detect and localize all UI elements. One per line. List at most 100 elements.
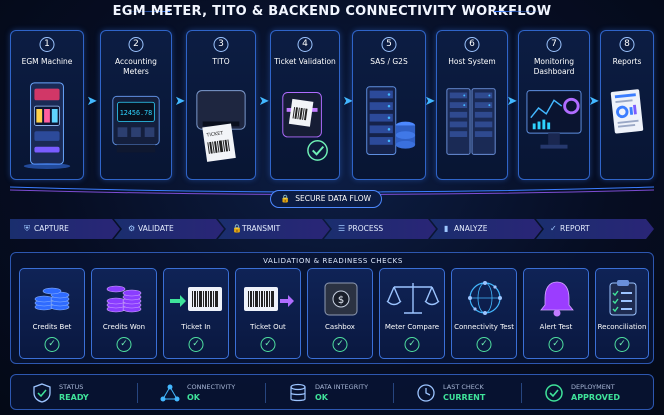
step-label: EGM Machine (21, 57, 73, 66)
bell-icon (540, 281, 574, 317)
ticket-in-icon (170, 287, 222, 311)
check-label: Ticket Out (250, 323, 286, 331)
check-label: Alert Test (539, 323, 573, 331)
ticket-validator-icon (282, 92, 328, 161)
pipeline-stage-process[interactable]: ☰PROCESS (324, 219, 436, 239)
status-value: OK (187, 393, 200, 402)
pipeline-stage-report[interactable]: ✓REPORT (536, 219, 654, 239)
check-card-ticket-out[interactable]: Ticket Out ✓ (235, 268, 301, 359)
step-number: 7 (546, 37, 562, 52)
step-label: Ticket Validation (274, 57, 336, 66)
checks-title: VALIDATION & READINESS CHECKS (263, 257, 403, 265)
status-value: CURRENT (443, 393, 486, 402)
check-label: Cashbox (325, 323, 355, 331)
step-accounting-meters[interactable]: 2 Accounting Meters 12456.78 (100, 30, 172, 180)
clipboard-icon (609, 280, 637, 316)
shield-check-icon (33, 383, 51, 403)
status-item-last-check: LAST CHECK CURRENT (395, 375, 523, 411)
check-card-alert-test[interactable]: Alert Test ✓ (523, 268, 589, 359)
check-card-reconciliation[interactable]: Reconciliation ✓ (595, 268, 649, 359)
step-label: Reports (612, 57, 642, 66)
status-value: READY (59, 393, 89, 402)
flow-arrow-icon: ➤ (86, 94, 98, 109)
check-card-meter-compare[interactable]: Meter Compare ✓ (379, 268, 445, 359)
cashbox-icon: $ (324, 282, 358, 316)
step-egm-machine[interactable]: 1 EGM Machine (10, 30, 84, 180)
title-line-right (494, 11, 544, 12)
flow-arrow-icon: ➤ (258, 94, 270, 109)
status-value: APPROVED (571, 393, 620, 402)
check-mark-icon: ✓ (188, 337, 204, 352)
shield-icon: ⛨ (24, 224, 30, 233)
pipeline-stage-transmit[interactable]: 🔒TRANSMIT (218, 219, 330, 239)
pipeline-stage-label: VALIDATE (138, 224, 174, 233)
flow-arrow-icon: ➤ (588, 94, 600, 109)
step-label: TITO (212, 57, 230, 66)
check-mark-icon: ✓ (614, 337, 630, 352)
gear-icon: ⚙ (128, 224, 136, 233)
check-card-credits-bet[interactable]: Credits Bet ✓ (19, 268, 85, 359)
flow-arrow-icon: ➤ (424, 94, 436, 109)
lock-icon: 🔒 (232, 224, 242, 233)
lock-icon: 🔒 (280, 194, 291, 203)
check-circle-icon (545, 384, 563, 402)
pipeline-stage-label: PROCESS (348, 224, 384, 233)
check-mark-icon: ✓ (332, 337, 348, 352)
check-card-connectivity-test[interactable]: Connectivity Test ✓ (451, 268, 517, 359)
step-label: Accounting Meters (115, 57, 157, 76)
step-label: Host System (448, 57, 496, 66)
status-value: OK (315, 393, 328, 402)
host-servers-icon (446, 88, 496, 155)
status-key: CONNECTIVITY (187, 383, 236, 391)
pipeline-stage-label: ANALYZE (454, 224, 488, 233)
server-icon: ☰ (338, 224, 346, 233)
status-item-deployment: DEPLOYMENT APPROVED (523, 375, 651, 411)
meter-readout: 12456.78 (120, 109, 153, 117)
purple-coins-icon (106, 285, 142, 313)
check-label: Meter Compare (384, 323, 440, 331)
network-icon (160, 384, 180, 402)
status-key: STATUS (59, 383, 84, 391)
step-label: SAS / G2S (370, 57, 408, 66)
check-label: Credits Bet (32, 323, 72, 331)
step-number: 3 (213, 37, 229, 52)
status-key: LAST CHECK (443, 383, 484, 391)
check-label: Reconciliation (597, 323, 647, 331)
pipeline-stage-analyze[interactable]: ▮ANALYZE (430, 219, 542, 239)
step-sas-g2s[interactable]: 5 SAS / G2S (352, 30, 426, 180)
check-card-cashbox[interactable]: $ Cashbox ✓ (307, 268, 373, 359)
step-ticket-validation[interactable]: 4 Ticket Validation (270, 30, 340, 180)
status-divider (265, 383, 266, 403)
pipeline-stage-label: REPORT (560, 224, 590, 233)
status-divider (393, 383, 394, 403)
check-mark-icon: ✓ (44, 337, 60, 352)
pipeline-stage-validate[interactable]: ⚙VALIDATE (114, 219, 224, 239)
check-card-ticket-in[interactable]: Ticket In ✓ (163, 268, 229, 359)
step-number: 2 (128, 37, 144, 52)
check-label: Credits Won (102, 323, 146, 331)
step-number: 6 (464, 37, 480, 52)
step-tito[interactable]: 3 TITO TICKET (186, 30, 256, 180)
check-circle-icon: ✓ (550, 224, 557, 233)
check-card-credits-won[interactable]: Credits Won ✓ (91, 268, 157, 359)
check-mark-icon: ✓ (548, 337, 564, 352)
dashboard-monitor-icon (526, 90, 582, 149)
pipeline-stage-capture[interactable]: ⛨CAPTURE (10, 219, 120, 239)
balance-scale-icon (386, 283, 440, 314)
ticket-printer-icon: TICKET (196, 90, 246, 162)
check-mark-icon: ✓ (404, 337, 420, 352)
step-label: Monitoring Dashboard (533, 57, 575, 76)
step-reports[interactable]: 8 Reports (600, 30, 654, 180)
step-monitoring-dashboard[interactable]: 7 Monitoring Dashboard (518, 30, 590, 180)
status-item-status: STATUS READY (11, 375, 139, 411)
blue-coins-icon (34, 287, 70, 311)
flow-arrow-icon: ➤ (174, 94, 186, 109)
flow-arrow-icon: ➤ (342, 94, 354, 109)
process-pipeline: ⛨CAPTURE ⚙VALIDATE 🔒TRANSMIT ☰PROCESS ▮A… (10, 219, 654, 239)
status-item-connectivity: CONNECTIVITY OK (139, 375, 267, 411)
step-number: 8 (619, 37, 635, 52)
database-icon (290, 383, 306, 402)
secure-data-flow-label: SECURE DATA FLOW (295, 194, 372, 203)
check-label: Ticket In (181, 323, 211, 331)
step-host-system[interactable]: 6 Host System (436, 30, 508, 180)
